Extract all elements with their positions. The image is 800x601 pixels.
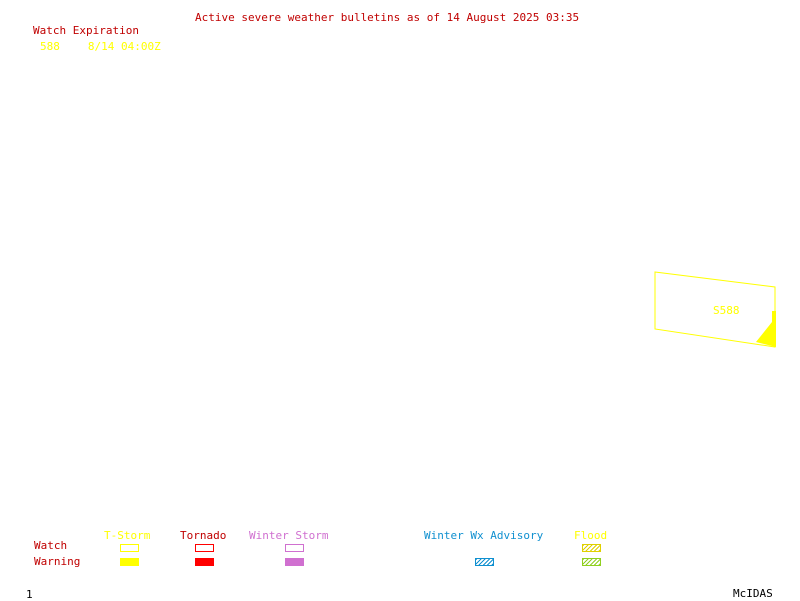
software-label: McIDAS <box>733 587 773 600</box>
watch-expiration-heading: Watch Expiration <box>33 24 139 37</box>
legend-flood-watch-swatch <box>582 544 601 552</box>
legend-tornado-warning-swatch <box>195 558 214 566</box>
legend-winter-storm-label: Winter Storm <box>249 529 329 542</box>
watch-id: 588 <box>40 40 60 53</box>
legend-flood-label: Flood <box>574 529 608 542</box>
legend-watch-label: Watch <box>34 539 68 552</box>
watch-expiration-time: 8/14 04:00Z <box>87 40 161 53</box>
watch-polygon[interactable] <box>654 271 776 348</box>
legend-flood-warning-swatch <box>582 558 601 566</box>
legend-tstorm-warning-swatch <box>120 558 139 566</box>
bulletin-title: Active severe weather bulletins as of 14… <box>195 11 580 24</box>
legend-tstorm-label: T-Storm <box>104 529 151 542</box>
frame-number: 1 <box>26 588 33 601</box>
legend-tstorm-watch-swatch <box>120 544 139 552</box>
watch-list-item: 588 8/14 04:00Z <box>40 40 161 53</box>
legend-winter-storm-watch-swatch <box>285 544 304 552</box>
legend-warning-label: Warning <box>34 555 81 568</box>
legend-winter-wx-advisory-warning-swatch <box>475 558 494 566</box>
legend-tornado-label: Tornado <box>180 529 227 542</box>
watch-polygon-label[interactable]: S588 <box>713 304 740 317</box>
legend-winter-storm-warning-swatch <box>285 558 304 566</box>
watch-polygon-edge-fill <box>756 311 776 347</box>
legend-tornado-watch-swatch <box>195 544 214 552</box>
legend-winter-wx-advisory-label: Winter Wx Advisory <box>424 529 544 542</box>
